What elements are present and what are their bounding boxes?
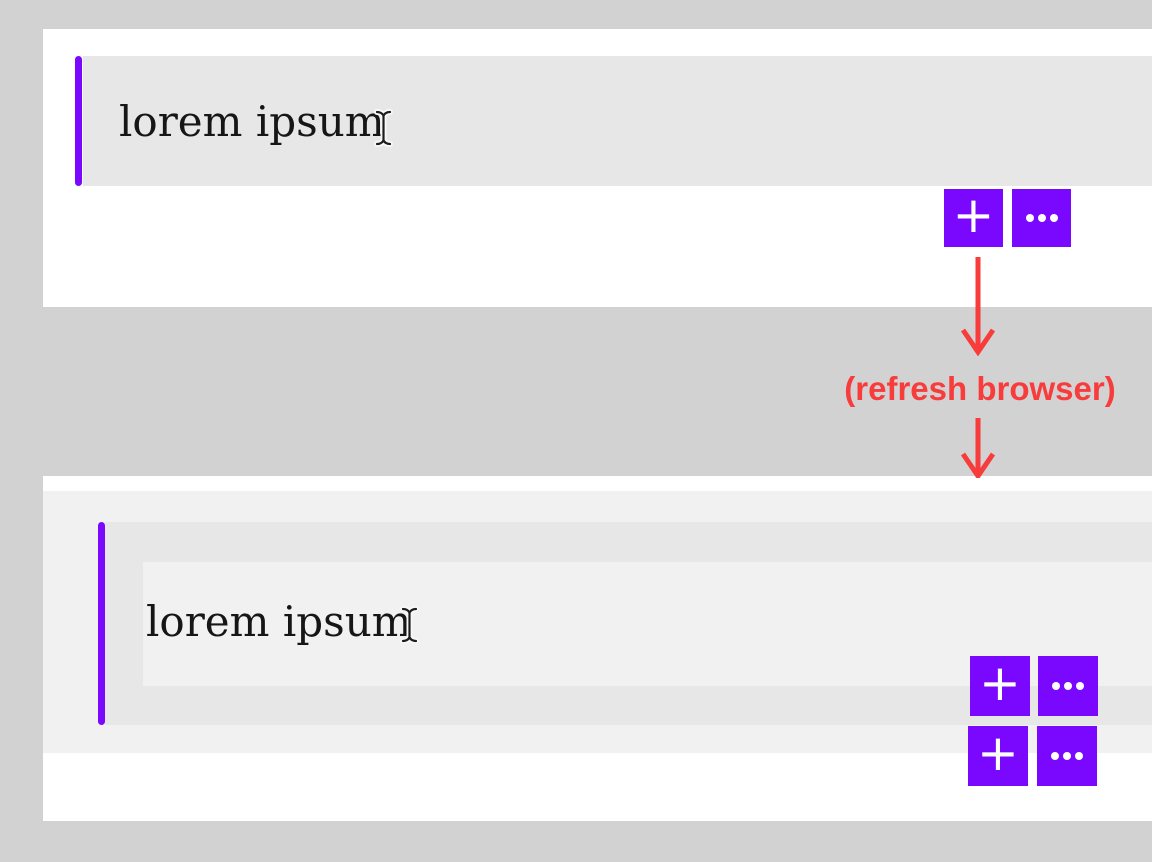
block-menu-button[interactable] bbox=[1012, 189, 1071, 247]
plus-icon: + bbox=[952, 186, 995, 244]
ellipsis-icon bbox=[1052, 682, 1084, 690]
plus-icon: + bbox=[979, 654, 1021, 712]
block-accent-bar bbox=[75, 56, 82, 186]
ellipsis-icon bbox=[1025, 214, 1058, 222]
add-block-button[interactable]: + bbox=[944, 189, 1003, 247]
editor-after-panel: lorem ipsum bbox=[43, 476, 1152, 821]
text-block[interactable]: lorem ipsum bbox=[83, 56, 1152, 186]
block-menu-button-outer[interactable] bbox=[1037, 726, 1097, 786]
arrow-down-icon bbox=[960, 418, 996, 478]
outer-block[interactable]: lorem ipsum bbox=[105, 522, 1152, 725]
ellipsis-icon bbox=[1051, 752, 1083, 760]
text-cursor-icon bbox=[400, 606, 419, 644]
arrow-down-icon bbox=[960, 257, 996, 356]
editor-before-panel: lorem ipsum + bbox=[43, 29, 1152, 307]
block-text[interactable]: lorem ipsum bbox=[146, 597, 412, 646]
refresh-annotation: (refresh browser) bbox=[844, 370, 1116, 407]
block-text[interactable]: lorem ipsum bbox=[119, 97, 385, 146]
plus-icon: + bbox=[977, 724, 1019, 782]
block-menu-button-inner[interactable] bbox=[1038, 656, 1098, 716]
add-block-button-outer[interactable]: + bbox=[968, 726, 1028, 786]
add-block-button-inner[interactable]: + bbox=[970, 656, 1030, 716]
block-accent-bar bbox=[98, 522, 105, 725]
document-area: lorem ipsum bbox=[43, 491, 1152, 753]
text-cursor-icon bbox=[374, 109, 393, 147]
